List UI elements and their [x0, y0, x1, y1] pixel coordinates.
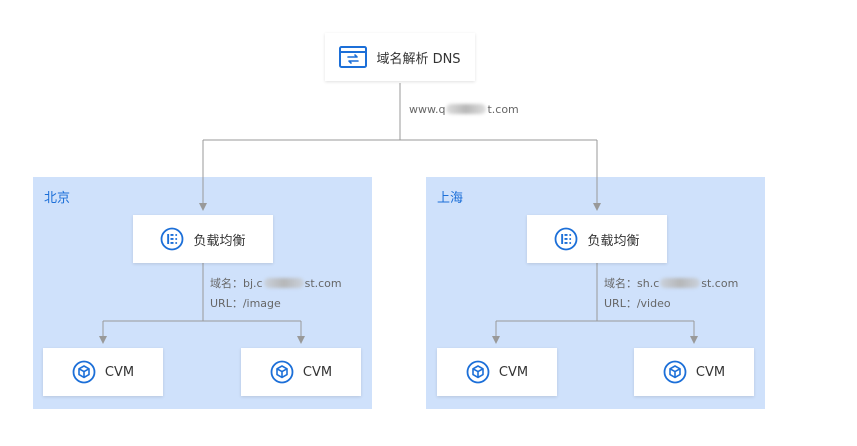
load-balancer-icon: [554, 227, 578, 251]
cvm-label: CVM: [498, 364, 529, 380]
shanghai-domain-suffix: st.com: [701, 277, 739, 290]
beijing-domain-label: 域名：bj.c st.com: [210, 277, 342, 291]
beijing-domain-prefix: 域名：bj.c: [210, 277, 263, 290]
load-balancer-label: 负载均衡: [587, 233, 640, 249]
shanghai-domain-prefix: 域名：sh.c: [604, 277, 660, 290]
redacted-blur: [263, 278, 304, 288]
dns-domain-label: www.q t.com: [409, 103, 519, 117]
cvm-node[interactable]: CVM: [634, 348, 754, 396]
cvm-node[interactable]: CVM: [437, 348, 557, 396]
cvm-icon: [270, 360, 294, 384]
cvm-icon: [466, 360, 490, 384]
dns-domain-prefix: www.q: [409, 103, 446, 116]
dns-label: 域名解析 DNS: [376, 51, 461, 67]
region-title-shanghai: 上海: [437, 191, 464, 206]
cvm-label: CVM: [104, 364, 135, 380]
load-balancer-shanghai[interactable]: 负载均衡: [527, 215, 667, 263]
cvm-label: CVM: [695, 364, 726, 380]
cvm-icon: [72, 360, 96, 384]
redacted-blur: [660, 278, 701, 288]
cvm-node[interactable]: CVM: [241, 348, 361, 396]
redacted-blur: [446, 104, 487, 114]
load-balancer-label: 负载均衡: [193, 233, 246, 249]
beijing-url-label: URL：/image: [210, 297, 281, 310]
beijing-domain-suffix: st.com: [304, 277, 342, 290]
load-balancer-beijing[interactable]: 负载均衡: [133, 215, 273, 263]
dns-node[interactable]: 域名解析 DNS: [325, 33, 475, 81]
shanghai-url-label: URL：/video: [604, 297, 671, 310]
dns-switch-icon: [339, 46, 368, 68]
shanghai-domain-label: 域名：sh.c st.com: [604, 277, 738, 291]
cvm-label: CVM: [302, 364, 333, 380]
load-balancer-icon: [160, 227, 184, 251]
cvm-node[interactable]: CVM: [43, 348, 163, 396]
cvm-icon: [663, 360, 687, 384]
region-title-beijing: 北京: [44, 191, 71, 206]
dns-domain-suffix: t.com: [487, 103, 519, 116]
